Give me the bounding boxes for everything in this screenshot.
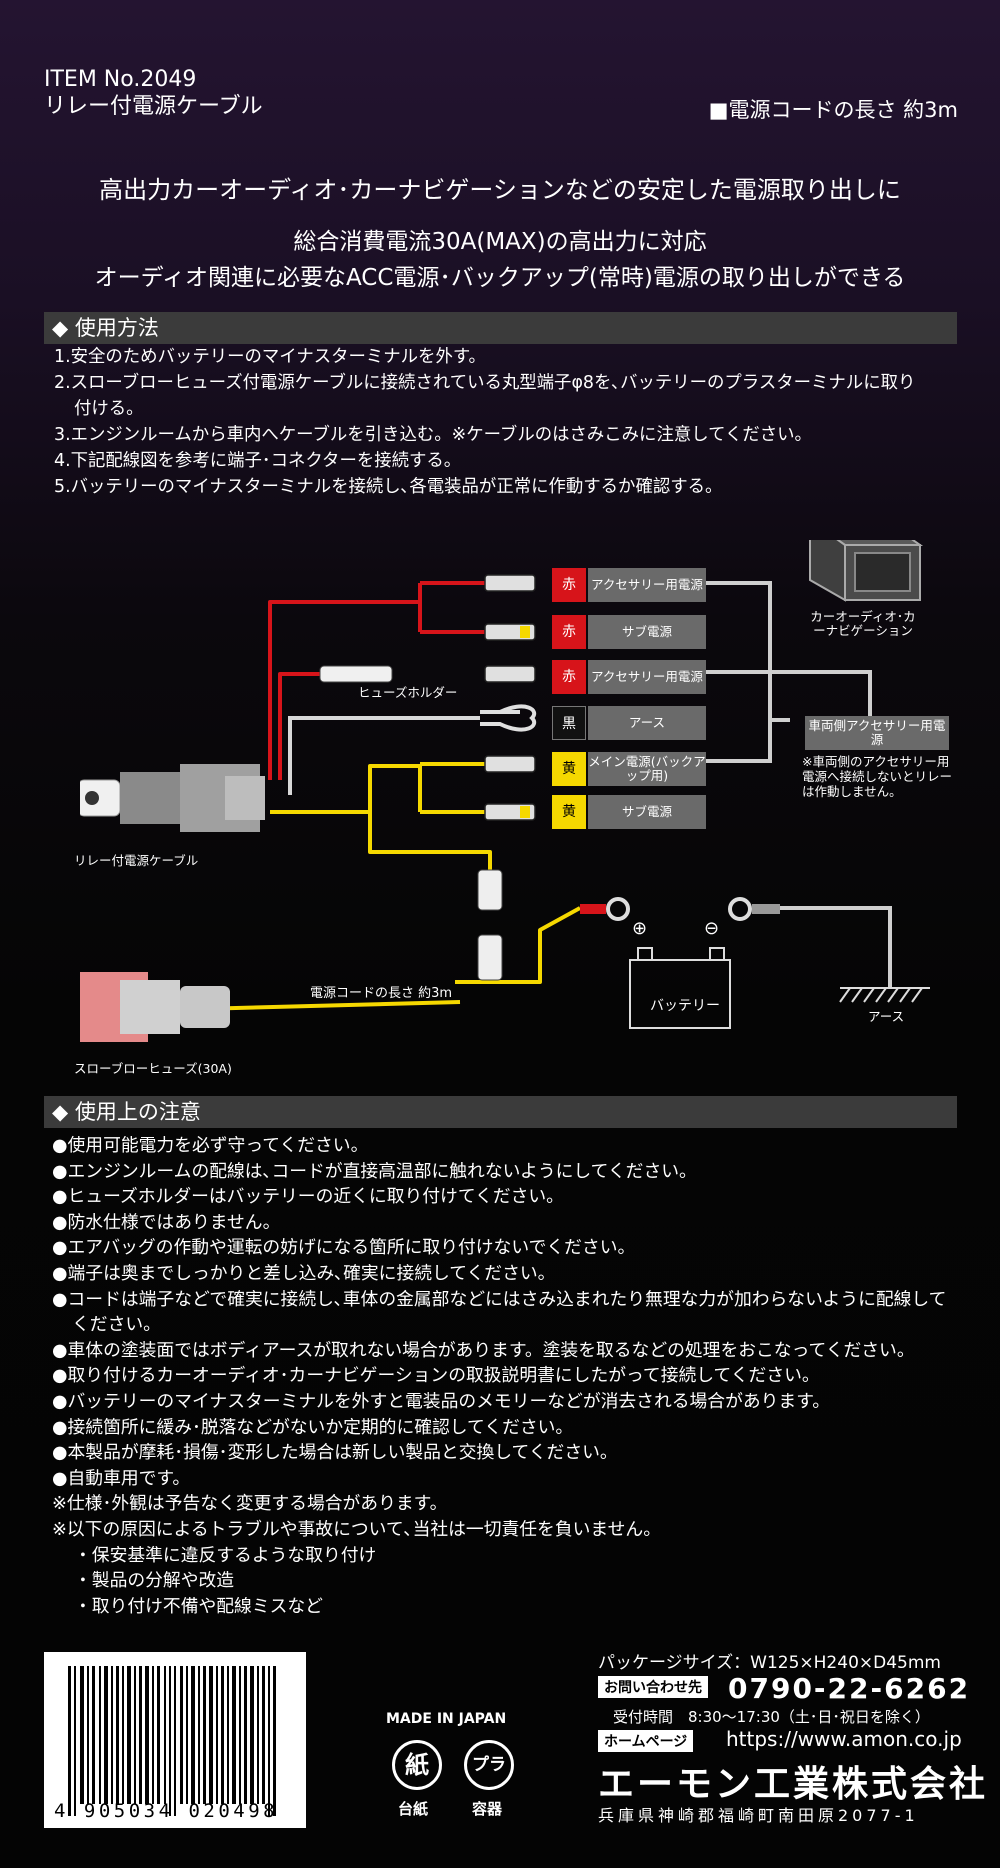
- caution-item-continued: ください。: [72, 1314, 161, 1336]
- homepage-badge: ホームページ: [598, 1730, 694, 1752]
- fuse-holder-label: ヒューズホルダー: [358, 685, 458, 700]
- recycle-marks: 紙 プラ 台紙 容器: [388, 1736, 528, 1826]
- caution-item: ●自動車用です。: [52, 1467, 191, 1489]
- homepage-url[interactable]: https://www.amon.co.jp: [726, 1727, 962, 1751]
- slow-blow-fuse-label: スローブローヒューズ(30A): [74, 1061, 232, 1076]
- caution-item: ●防水仕様ではありません。: [52, 1211, 281, 1233]
- caution-item: ●ヒューズホルダーはバッテリーの近くに取り付けてください。: [52, 1186, 564, 1208]
- caution-item: ●本製品が摩耗･損傷･変形した場合は新しい製品と交換してください。: [52, 1442, 618, 1464]
- wire-desc-tag: メイン電源(バックアップ用): [588, 752, 706, 786]
- caution-item: ●端子は奥までしっかりと差し込み､確実に接続してください。: [52, 1262, 556, 1284]
- wire-desc-tag: サブ電源: [588, 615, 706, 649]
- wire-color-tag: 黄: [552, 752, 586, 786]
- car-audio-label: カーオーディオ･カーナビゲーション: [810, 609, 916, 638]
- battery-label: バッテリー: [650, 998, 720, 1014]
- battery-plus-symbol: ⊕: [632, 918, 648, 939]
- cautions-list: ●使用可能電力を必ず守ってください。 ●エンジンルームの配線は､コードが直接高温…: [52, 1133, 972, 1619]
- item-number: ITEM No.2049: [44, 67, 197, 92]
- usage-step: 3.エンジンルームから車内へケーブルを引き込む。※ケーブルのはさみこみに注意して…: [54, 425, 812, 445]
- caution-item: ●コードは端子などで確実に接続し､車体の金属部などにはさみ込まれたり無理な力が加…: [52, 1288, 947, 1310]
- usage-step-continued: 付ける。: [74, 399, 144, 419]
- usage-step: 1.安全のためバッテリーのマイナスターミナルを外す。: [54, 347, 486, 367]
- product-name: リレー付電源ケーブル: [44, 94, 263, 119]
- package-size: パッケージサイズ：W125×H240×D45mm: [598, 1653, 941, 1673]
- wiring-diagram: 赤 アクセサリー用電源 赤 サブ電源 赤 アクセサリー用電源 黒 アース 黄 メ…: [74, 540, 960, 1080]
- cord-length-note: ■電源コードの長さ 約3m: [708, 98, 958, 122]
- headline-main: 高出力カーオーディオ･カーナビゲーションなどの安定した電源取り出しに: [99, 176, 901, 204]
- usage-steps: 1.安全のためバッテリーのマイナスターミナルを外す。 2.スローブローヒューズ付…: [54, 344, 964, 500]
- wire-color-tag: 赤: [552, 660, 586, 694]
- caution-subitem: ・取り付け不備や配線ミスなど: [74, 1595, 323, 1617]
- header-block: ITEM No.2049 リレー付電源ケーブル: [44, 66, 263, 120]
- plastic-mark-label: 容器: [472, 1800, 503, 1818]
- usage-section-title: ◆ 使用方法: [44, 312, 957, 344]
- vehicle-note: ※車両側のアクセサリー用電源へ接続しないとリレーは作動しません。: [802, 754, 953, 799]
- caution-item: ●車体の塗装面ではボディアースが取れない場合があります。塗装を取るなどの処理をお…: [52, 1339, 915, 1361]
- plastic-recycle-icon: プラ: [464, 1740, 514, 1790]
- vehicle-side-label: 車両側アクセサリー用電源: [805, 716, 949, 750]
- company-name: エーモン工業株式会社: [598, 1764, 989, 1805]
- barcode-bars: [68, 1666, 276, 1816]
- headline-current: 総合消費電流30A(MAX)の高出力に対応: [293, 229, 707, 255]
- caution-item: ●使用可能電力を必ず守ってください。: [52, 1135, 369, 1156]
- made-in-japan: MADE IN JAPAN: [386, 1711, 507, 1727]
- wire-desc-tag: サブ電源: [588, 795, 706, 829]
- paper-mark-label: 台紙: [398, 1800, 429, 1818]
- paper-recycle-icon: 紙: [392, 1740, 442, 1790]
- wire-color-tag: 赤: [552, 615, 586, 649]
- wire-color-tag: 黒: [552, 706, 586, 740]
- caution-item: ●バッテリーのマイナスターミナルを外すと電装品のメモリーなどが消去される場合があ…: [52, 1390, 830, 1412]
- caution-item: ●取り付けるカーオーディオ･カーナビゲーションの取扱説明書にしたがって接続してく…: [52, 1365, 820, 1387]
- homepage-row: ホームページ https://www.amon.co.jp: [598, 1727, 962, 1752]
- usage-step: 5.バッテリーのマイナスターミナルを接続し､各電装品が正常に作動するか確認する。: [54, 477, 723, 497]
- barcode-number: 4 905034 020498: [54, 1800, 279, 1822]
- contact-row: お問い合わせ先 0790-22-6262: [598, 1672, 968, 1705]
- usage-step: 4.下記配線図を参考に端子･コネクターを接続する。: [54, 451, 462, 471]
- wire-color-tag: 黄: [552, 795, 586, 829]
- phone-number: 0790-22-6262: [728, 1672, 971, 1705]
- cautions-section-title: ◆ 使用上の注意: [44, 1096, 957, 1128]
- company-address: 兵庫県神崎郡福崎町南田原2077-1: [598, 1806, 919, 1825]
- battery-minus-symbol: ⊖: [704, 918, 720, 939]
- wire-desc-tag: アース: [588, 706, 706, 740]
- caution-note: ※仕様･外観は予告なく変更する場合があります。: [52, 1493, 448, 1515]
- relay-cable-label: リレー付電源ケーブル: [74, 853, 199, 868]
- caution-item: ●エアバッグの作動や運転の妨げになる箇所に取り付けないでください。: [52, 1237, 636, 1259]
- cord-length-label: 電源コードの長さ 約3m: [310, 986, 453, 1001]
- wire-color-tag: 赤: [552, 568, 586, 602]
- caution-item: ●エンジンルームの配線は､コードが直接高温部に触れないようにしてください。: [52, 1160, 697, 1182]
- wire-desc-tag: アクセサリー用電源: [588, 660, 706, 694]
- wiring-svg: [80, 540, 930, 1042]
- caution-item: ●接続箇所に緩み･脱落などがないか定期的に確認してください。: [52, 1416, 574, 1438]
- ground-label: アース: [868, 1009, 905, 1024]
- wire-desc-tag: アクセサリー用電源: [588, 568, 706, 602]
- caution-note: ※以下の原因によるトラブルや事故について､当社は一切責任を負いません。: [52, 1518, 661, 1540]
- headline-acc: オーディオ関連に必要なACC電源･バックアップ(常時)電源の取り出しができる: [94, 265, 906, 291]
- reception-hours: 受付時間 8:30〜17:30（土･日･祝日を除く）: [613, 1708, 930, 1726]
- caution-subitem: ・保安基準に違反するような取り付け: [74, 1544, 377, 1566]
- caution-subitem: ・製品の分解や改造: [74, 1570, 235, 1592]
- barcode: 4 905034 020498: [44, 1652, 306, 1828]
- contact-badge: お問い合わせ先: [598, 1676, 708, 1698]
- usage-step: 2.スローブローヒューズ付電源ケーブルに接続されている丸型端子φ8を､バッテリー…: [54, 373, 916, 393]
